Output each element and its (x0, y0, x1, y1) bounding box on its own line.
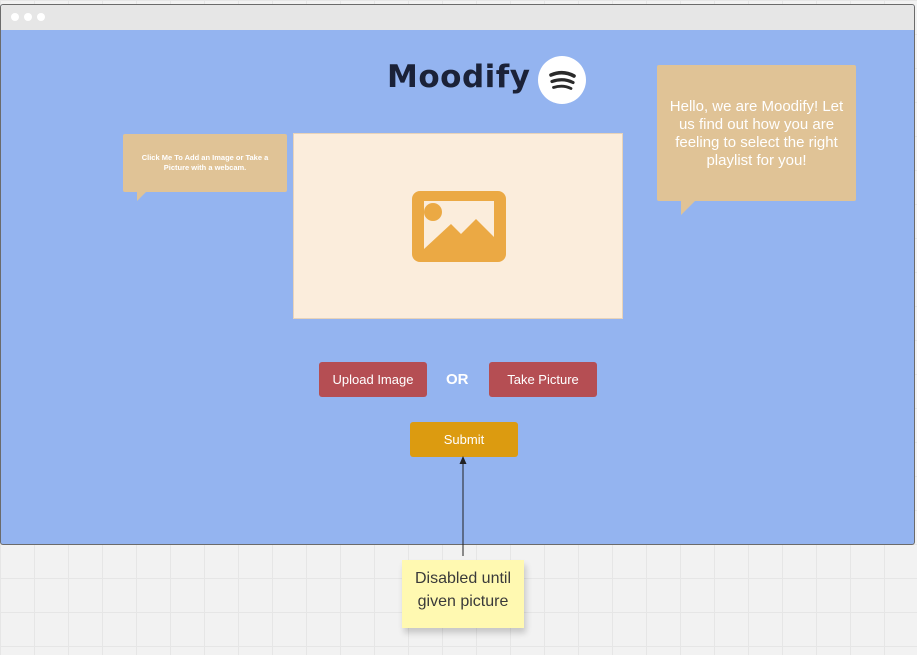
window-dot-icon (24, 13, 32, 21)
window-dot-icon (37, 13, 45, 21)
take-picture-button[interactable]: Take Picture (489, 362, 597, 397)
app-title: Moodify (387, 59, 531, 95)
upload-image-button[interactable]: Upload Image (319, 362, 427, 397)
sticky-note: Disabled until given picture (402, 560, 524, 628)
annotation-arrow (459, 456, 467, 556)
submit-button[interactable]: Submit (410, 422, 518, 457)
browser-window: Moodify Click Me To Add an Image or Take… (0, 4, 915, 545)
spotify-icon (538, 56, 586, 104)
add-image-tooltip: Click Me To Add an Image or Take a Pictu… (123, 134, 287, 201)
window-dot-icon (11, 13, 19, 21)
welcome-speech-bubble: Hello, we are Moodify! Let us find out h… (657, 65, 856, 215)
image-dropzone[interactable] (293, 133, 623, 319)
window-titlebar (1, 5, 914, 30)
or-separator: OR (446, 371, 469, 388)
image-placeholder-icon (412, 191, 506, 262)
